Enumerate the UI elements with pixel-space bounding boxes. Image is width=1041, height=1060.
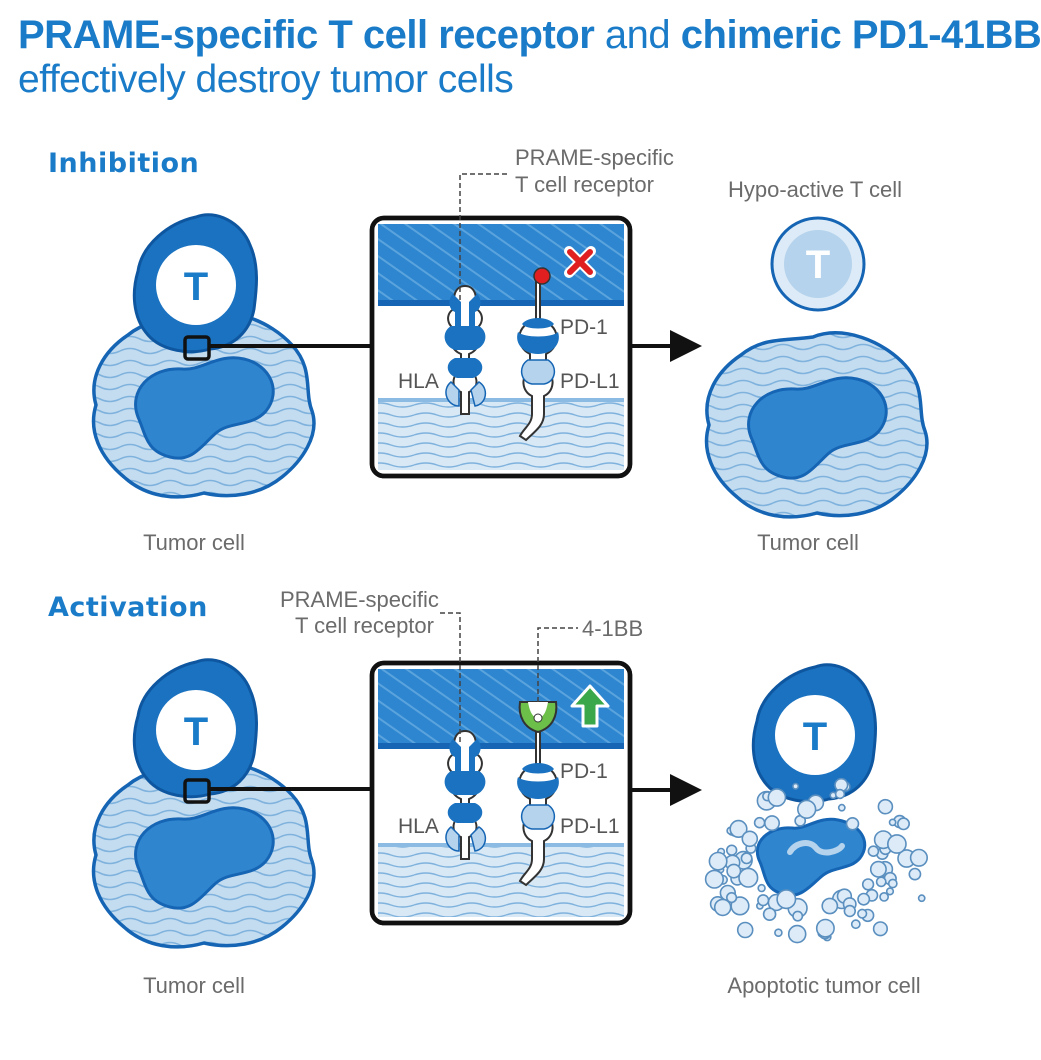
title-line-1: PRAME-specific T cell receptor and chime… xyxy=(18,12,1041,58)
inhibited-signal-dot xyxy=(533,267,551,285)
receptor-label-bottom-1: PRAME-specific xyxy=(280,587,439,612)
apoptotic-bleb xyxy=(875,876,887,888)
apoptotic-tumor-cell xyxy=(704,777,929,944)
apoptotic-label: Apoptotic tumor cell xyxy=(727,973,920,998)
hla-label-top: HLA xyxy=(398,370,439,393)
apoptotic-bleb xyxy=(767,788,787,807)
apoptotic-bleb xyxy=(757,883,766,893)
t-letter-left-top: T xyxy=(184,265,208,309)
t-letter-hypo: T xyxy=(806,243,830,287)
apoptotic-bleb xyxy=(837,803,846,812)
t-letter-left-bottom: T xyxy=(184,710,208,754)
apoptotic-bleb xyxy=(887,878,898,889)
green-up-arrow-icon xyxy=(570,684,610,728)
pdl1-label-top: PD-L1 xyxy=(560,370,620,393)
red-x-icon xyxy=(564,246,596,278)
apoptotic-bleb xyxy=(877,798,894,815)
apoptotic-bleb xyxy=(821,897,839,915)
zoom-box-top: PD-1 PD-L1 HLA xyxy=(369,215,633,479)
apoptotic-bleb xyxy=(774,928,783,938)
title-chimeric: chimeric PD1-41BB xyxy=(680,13,1041,57)
apoptotic-bleb xyxy=(738,867,759,888)
tumor-label-left-top: Tumor cell xyxy=(143,530,245,555)
title-line-2: effectively destroy tumor cells xyxy=(18,58,514,101)
apoptotic-bleb xyxy=(726,863,742,879)
apoptotic-bleb xyxy=(850,919,861,930)
apoptotic-bleb xyxy=(740,852,753,865)
apoptotic-bleb xyxy=(753,816,766,829)
apoptotic-bleb xyxy=(861,878,875,891)
pd1-label-bottom: PD-1 xyxy=(560,760,608,783)
apoptotic-bleb xyxy=(787,924,807,944)
hypo-active-t-cell xyxy=(770,216,866,312)
apoptotic-bleb xyxy=(909,848,929,867)
apoptotic-bleb xyxy=(879,892,889,902)
pd1-label-top: PD-1 xyxy=(560,316,608,339)
apoptotic-bleb xyxy=(741,830,759,848)
apoptotic-bleb xyxy=(757,894,770,907)
t-letter-right-bottom: T xyxy=(803,715,827,759)
apoptotic-bleb xyxy=(857,892,871,906)
title-and: and xyxy=(594,13,681,57)
apoptotic-bleb xyxy=(815,918,835,938)
pdl1-label-bottom: PD-L1 xyxy=(560,815,620,838)
costim-4-1bb-domain xyxy=(518,701,558,734)
apoptotic-bleb xyxy=(857,908,868,919)
apoptotic-bleb xyxy=(725,844,738,856)
apoptotic-bleb xyxy=(869,860,887,878)
receptor-label-top-2: T cell receptor xyxy=(515,172,654,197)
right-arrow-icon xyxy=(670,330,702,362)
page-title: PRAME-specific T cell receptor and chime… xyxy=(18,12,1041,102)
apoptotic-bleb xyxy=(792,782,800,790)
activation-row: T Tumor cell PD-1 PD-L1 HLA xyxy=(91,587,929,998)
right-arrow-icon xyxy=(670,774,702,806)
tumor-label-right-top: Tumor cell xyxy=(757,530,859,555)
apoptotic-bleb xyxy=(763,815,780,832)
heading-inhibition: Inhibition xyxy=(48,148,200,179)
apoptotic-bleb xyxy=(708,851,728,871)
title-tcr: PRAME-specific T cell receptor xyxy=(18,13,595,57)
apoptotic-bleb xyxy=(872,921,889,937)
apoptotic-bleb xyxy=(867,845,880,858)
apoptotic-bleb xyxy=(776,889,797,910)
receptor-leader-bottom xyxy=(440,612,461,745)
apoptotic-bleb xyxy=(885,887,895,896)
inhibition-row: T Tumor cell PD-1 PD-L1 HLA PRAME- xyxy=(91,145,929,555)
apoptotic-bleb xyxy=(834,788,846,800)
costim-leader xyxy=(537,627,578,702)
apoptotic-bleb xyxy=(713,898,732,917)
apoptotic-bleb xyxy=(888,818,897,827)
hla-label-bottom: HLA xyxy=(398,815,439,838)
apoptotic-bleb xyxy=(845,816,860,831)
tumor-cell-right-top xyxy=(704,331,929,519)
apoptotic-bleb xyxy=(729,819,748,839)
apoptotic-bleb xyxy=(843,904,856,918)
receptor-leader-top xyxy=(459,173,508,300)
zoom-box-bottom: PD-1 PD-L1 HLA xyxy=(369,660,633,926)
costim-label: 4-1BB xyxy=(582,616,643,641)
apoptotic-bleb xyxy=(762,907,777,922)
apoptotic-bleb xyxy=(736,921,754,939)
apoptotic-bleb xyxy=(917,894,926,903)
apoptotic-bleb xyxy=(704,869,725,889)
receptor-label-top-1: PRAME-specific xyxy=(515,145,674,170)
hypo-active-label: Hypo-active T cell xyxy=(728,177,902,202)
apoptotic-bleb xyxy=(792,910,804,922)
apoptotic-bleb xyxy=(725,891,738,904)
tumor-label-left-bottom: Tumor cell xyxy=(143,973,245,998)
receptor-label-bottom-2: T cell receptor xyxy=(295,613,434,638)
apoptotic-bleb xyxy=(796,799,817,819)
heading-activation: Activation xyxy=(48,592,208,623)
apoptotic-bleb xyxy=(896,817,910,831)
apoptotic-bleb xyxy=(908,867,922,881)
apoptotic-bleb xyxy=(887,834,907,854)
